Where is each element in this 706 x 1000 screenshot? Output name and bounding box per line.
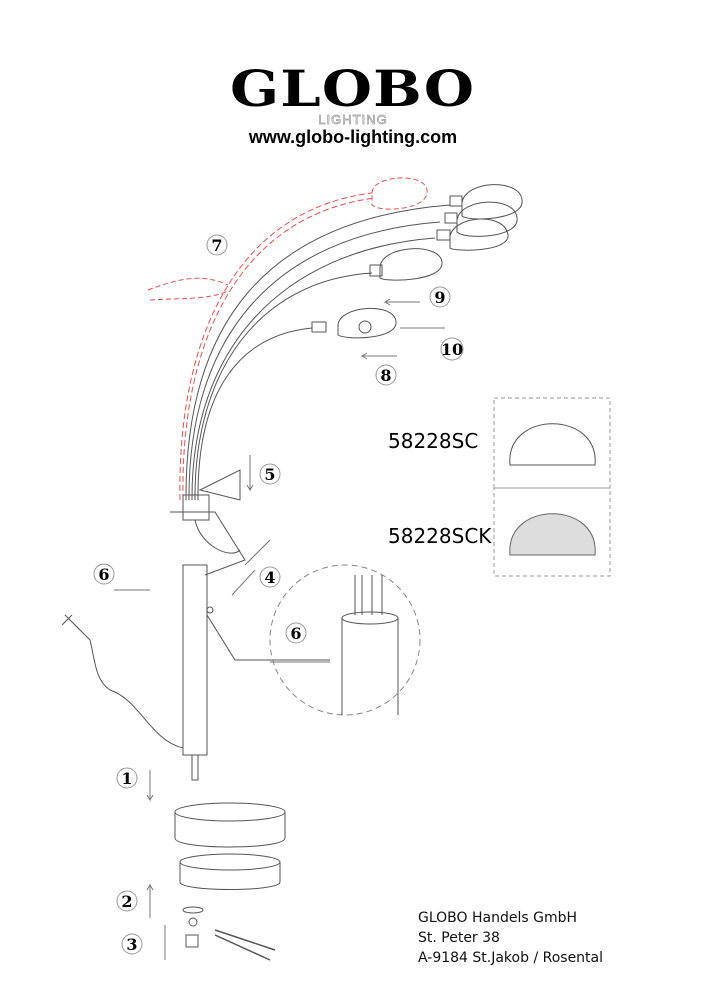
socket-assembly	[170, 469, 246, 576]
crystal-shade-icon	[509, 513, 596, 556]
model-sck: 58228SCK	[388, 524, 492, 548]
model-sc: 58228SC	[388, 429, 478, 453]
direction-arrows	[114, 298, 445, 960]
website-url: www.globo-lighting.com	[248, 127, 458, 147]
step-3: 3	[121, 933, 143, 955]
svg-text:2: 2	[121, 892, 132, 911]
step-6: 6	[93, 563, 115, 585]
company-address: GLOBO Handels GmbH St. Peter 38 A-9184 S…	[418, 908, 603, 968]
address-line: GLOBO Handels GmbH	[418, 910, 578, 926]
lamp-arms	[179, 192, 451, 501]
brand-tagline: LIGHTING	[318, 112, 388, 128]
smooth-shade-icon	[509, 423, 596, 466]
step-2: 2	[116, 890, 138, 912]
svg-text:1: 1	[121, 769, 132, 788]
shade-options	[493, 397, 611, 577]
svg-text:6: 6	[290, 624, 301, 643]
step-9: 9	[429, 286, 451, 308]
address-line: A-9184 St.Jakob / Rosental	[418, 950, 604, 966]
lamp-shades	[147, 177, 523, 339]
detail-pole	[341, 575, 399, 715]
step-10: 10	[440, 337, 464, 361]
step-5: 5	[259, 463, 281, 485]
lamp-pole	[61, 564, 330, 781]
step-8: 8	[375, 364, 397, 386]
address-line: St. Peter 38	[418, 930, 500, 946]
svg-text:5: 5	[264, 465, 275, 484]
step-1: 1	[116, 767, 138, 789]
svg-text:4: 4	[264, 568, 275, 587]
detail-callout	[269, 564, 421, 716]
brand-logo: GLOBO	[0, 62, 706, 116]
step-4: 4	[259, 566, 281, 588]
step-7: 7	[206, 234, 228, 256]
svg-text:7: 7	[211, 236, 222, 255]
brand-name: GLOBO	[230, 59, 476, 118]
lamp-base	[174, 802, 286, 961]
svg-text:10: 10	[441, 340, 463, 359]
step-badges: 7 9 10 8 5 4 6 6 1 2 3	[93, 234, 464, 955]
svg-text:3: 3	[126, 935, 137, 954]
svg-text:9: 9	[434, 288, 445, 307]
step-6-detail: 6	[285, 622, 307, 644]
svg-text:8: 8	[380, 366, 391, 385]
svg-text:6: 6	[98, 565, 109, 584]
